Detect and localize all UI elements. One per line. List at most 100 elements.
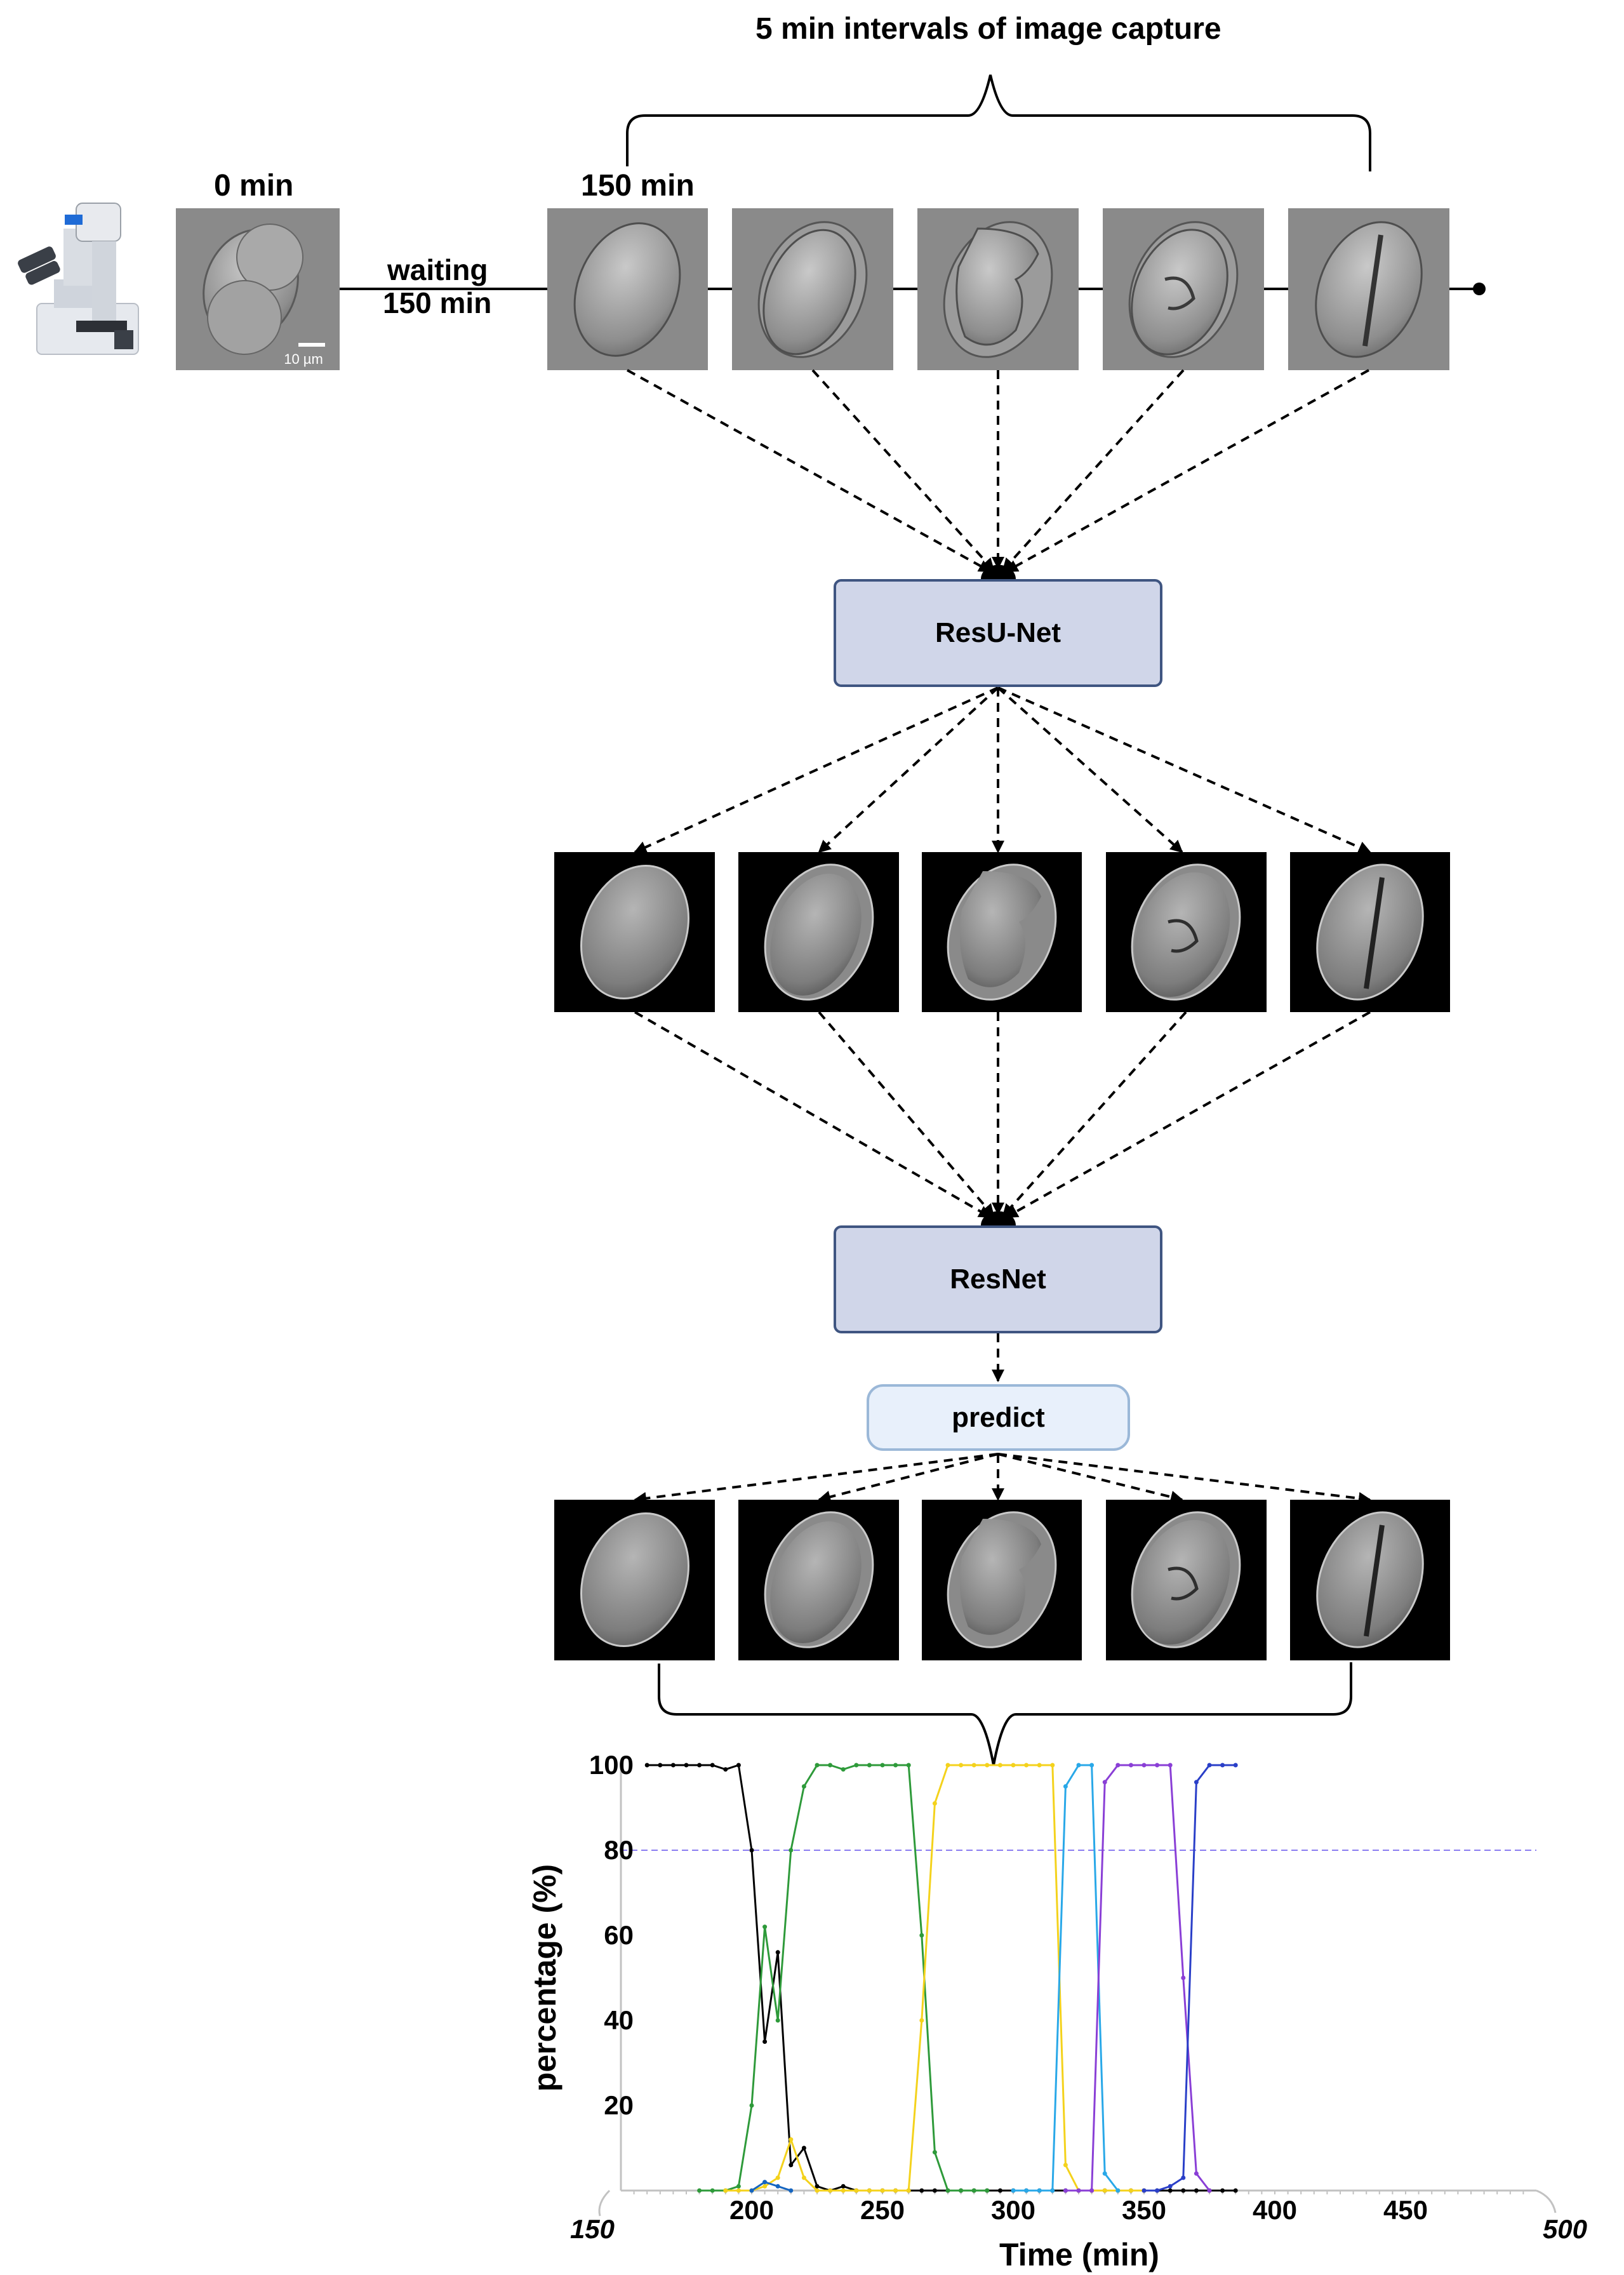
series-point: [1220, 1763, 1225, 1768]
series-point: [801, 2145, 806, 2151]
series-point: [749, 1848, 754, 1853]
y-tick-label: 100: [589, 1750, 634, 1780]
series-point: [775, 2184, 780, 2189]
series-point: [1181, 2188, 1186, 2193]
raw-image-3: [917, 208, 1079, 370]
series-point: [644, 1763, 649, 1768]
series-point: [1102, 2171, 1107, 2176]
x-axis-end-curl: [1536, 2189, 1557, 2213]
series-line-7: [751, 2180, 792, 2192]
series-point: [1194, 2171, 1199, 2176]
series-line-5: [1065, 1764, 1211, 2192]
series-point: [854, 1763, 859, 1768]
waiting-duration-label: 150 min: [383, 286, 492, 319]
series-point: [710, 1763, 715, 1768]
x-tick-label: 300: [991, 2195, 1035, 2225]
merge-cap-2: [981, 1211, 1016, 1225]
chart-series: [644, 1763, 1238, 2193]
series-point: [919, 2188, 924, 2193]
y-tick-label: 80: [604, 1835, 634, 1865]
series-point: [736, 1763, 741, 1768]
series-point: [801, 2175, 806, 2180]
series-point: [1155, 2188, 1160, 2193]
series-point: [801, 1784, 806, 1789]
series-point: [1194, 2188, 1199, 2193]
series-point: [775, 2175, 780, 2180]
series-point: [670, 1763, 676, 1768]
series-line-1: [647, 1764, 1236, 2192]
series-point: [1233, 1763, 1238, 1768]
predict-box: predict: [867, 1384, 1130, 1451]
series-line-4: [1013, 1764, 1119, 2192]
series-point: [1194, 1780, 1199, 1785]
series-point: [932, 2150, 937, 2155]
series-point: [1024, 1763, 1029, 1768]
series-point: [1102, 2188, 1107, 2193]
merge-cap-1: [981, 564, 1016, 579]
predicted-image-5: [1290, 1500, 1450, 1660]
series-point: [1024, 2188, 1029, 2193]
series-point: [997, 2188, 1002, 2193]
series-point: [867, 1763, 872, 1768]
raw-image-initial: [176, 208, 340, 370]
series-point: [1233, 2188, 1238, 2193]
predict-label: predict: [952, 1401, 1045, 1433]
series-point: [1063, 2163, 1068, 2168]
series-point: [775, 1950, 780, 1955]
header-title: 5 min intervals of image capture: [755, 12, 1221, 46]
x-tick-label: 350: [1122, 2195, 1166, 2225]
series-point: [828, 1763, 833, 1768]
series-point: [1115, 2188, 1121, 2193]
y-tick-label: 40: [604, 2005, 634, 2035]
series-point: [985, 2188, 990, 2193]
y-tick-label: 20: [604, 2090, 634, 2120]
raw-image-5: [1288, 208, 1449, 370]
series-point: [1141, 2188, 1147, 2193]
series-point: [841, 2184, 846, 2189]
series-point: [1168, 2184, 1173, 2189]
series-point: [1089, 1763, 1095, 1768]
series-point: [1063, 2188, 1068, 2193]
resunet-label: ResU-Net: [935, 617, 1062, 648]
series-point: [1128, 1763, 1133, 1768]
capture-start-label: 150 min: [581, 169, 695, 203]
series-point: [1037, 2188, 1042, 2193]
series-point: [1011, 2188, 1016, 2193]
series-point: [749, 2103, 754, 2108]
series-point: [1181, 2175, 1186, 2180]
start-time-label: 0 min: [214, 169, 294, 203]
resnet-label: ResNet: [950, 1264, 1046, 1295]
predicted-image-3: [922, 1500, 1082, 1660]
series-point: [789, 2163, 794, 2168]
series-point: [762, 2180, 768, 2185]
x-tick-label: 400: [1253, 2195, 1297, 2225]
series-point: [1115, 1763, 1121, 1768]
arrows-from-resunet: [634, 686, 1371, 853]
series-point: [997, 1763, 1002, 1768]
raw-image-4: [1103, 208, 1264, 370]
series-point: [959, 1763, 964, 1768]
series-point: [815, 2184, 820, 2189]
microscope-icon: [18, 203, 139, 355]
series-point: [1220, 2188, 1225, 2193]
series-point: [1207, 1763, 1212, 1768]
x-axis-start-curl: [598, 2189, 611, 2217]
series-point: [815, 2188, 820, 2193]
predicted-image-1: [554, 1500, 715, 1660]
series-point: [945, 2188, 950, 2193]
series-point: [1181, 1975, 1186, 1980]
series-point: [723, 2188, 728, 2193]
series-point: [1141, 1763, 1147, 1768]
series-point: [893, 2188, 898, 2193]
waiting-label: waiting: [387, 253, 488, 286]
series-point: [789, 1848, 794, 1853]
series-point: [893, 1763, 898, 1768]
top-brace: [626, 74, 1371, 171]
x-tick-label: 200: [729, 2195, 774, 2225]
series-point: [736, 2184, 741, 2189]
y-axis-label: percentage (%): [527, 1864, 562, 2092]
series-point: [971, 2188, 976, 2193]
